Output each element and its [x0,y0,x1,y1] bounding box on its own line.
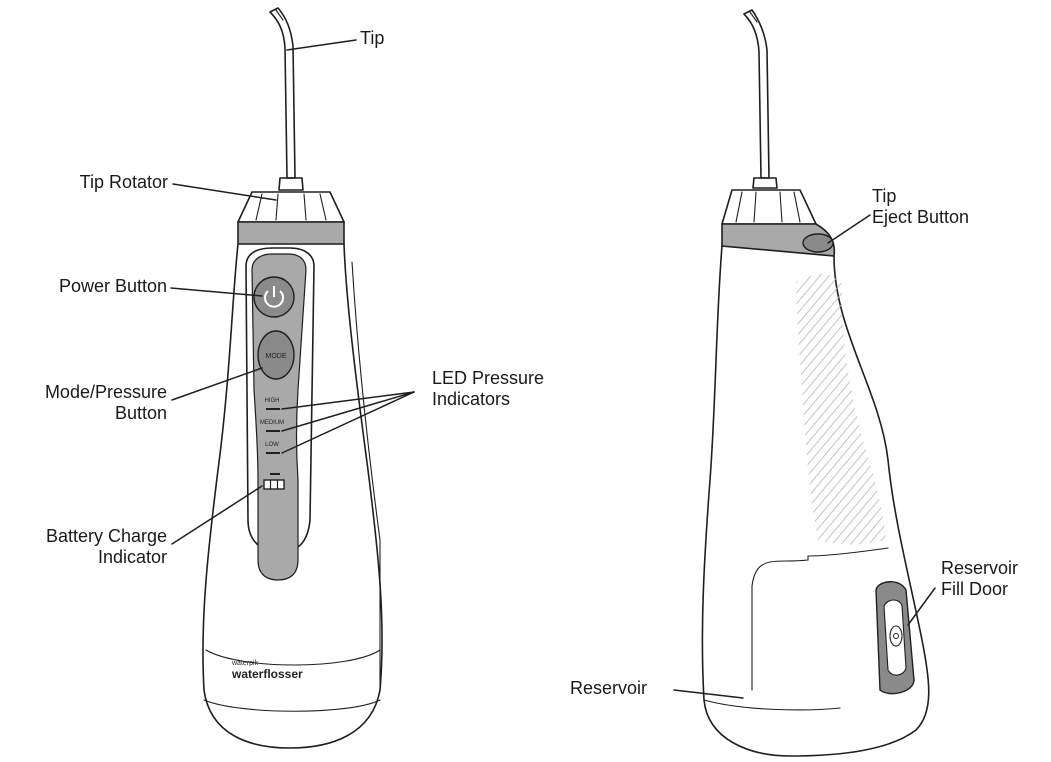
handle-body-side [701,245,930,757]
label-reservoir-fill-door: Reservoir Fill Door [941,558,1019,599]
mode-button[interactable]: MODE [257,330,295,380]
label-reservoir: Reservoir [570,678,648,698]
handle-body-front [202,243,383,749]
brand-large: waterflosser [231,667,303,681]
led-high-label: HIGH [265,398,280,404]
front-view: MODE HIGH MEDIUM LOW waterpik waterfloss… [202,7,383,749]
collar-band-front [237,221,345,245]
grip-texture [796,273,886,545]
brand-small: waterpik [231,660,259,667]
tip-rotator-front [237,177,345,223]
label-mode-pressure-button: Mode/Pressure Button [44,382,167,423]
label-led-pressure-indicators: LED Pressure Indicators [432,368,545,409]
tip-front [269,7,296,179]
power-symbol-icon [264,286,284,308]
mode-marking: MODE [266,353,287,360]
reservoir-fill-door[interactable] [875,581,915,695]
label-tip-eject-button: Tip Eject Button [872,186,970,227]
tip-eject-button[interactable] [802,233,834,253]
label-power-button: Power Button [58,276,167,296]
leader-lines [170,39,936,699]
tip-side [743,9,770,179]
battery-icon [263,473,285,490]
label-tip: Tip [360,28,385,48]
side-view [701,9,930,757]
led-low-label: LOW [265,442,279,448]
led-indicators: HIGH MEDIUM LOW [260,398,284,454]
power-button[interactable] [253,276,295,318]
label-tip-rotator: Tip Rotator [79,172,168,192]
tip-rotator-side [721,177,817,225]
led-medium-label: MEDIUM [260,420,284,426]
label-battery-charge-indicator: Battery Charge Indicator [45,526,167,567]
